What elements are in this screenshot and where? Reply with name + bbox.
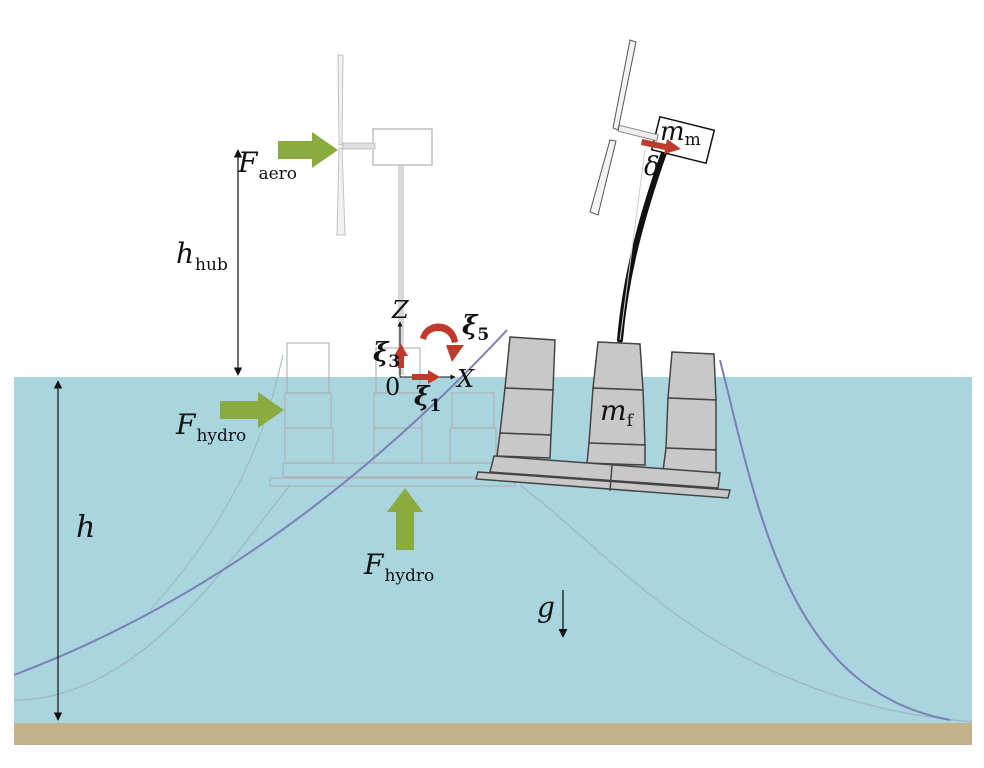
label-m-f: mf: [600, 394, 635, 431]
xi3-arrow: [394, 344, 408, 368]
xi1-arrow: [412, 370, 440, 384]
displaced-platform: [475, 336, 731, 499]
ghost-mooring-right: [519, 484, 973, 723]
displaced-turbine: [589, 39, 716, 343]
xi5-arrowhead: [446, 345, 464, 362]
label-xi3: ξ3: [373, 338, 400, 372]
label-xi1: ξ1: [414, 382, 441, 416]
ghost-mooring-left-up: [149, 354, 284, 611]
label-g: g: [537, 591, 555, 624]
f-aero-arrow: [278, 132, 338, 168]
water-region: [14, 377, 972, 725]
label-m-m: mm: [660, 117, 701, 150]
label-f-aero: Faero: [237, 146, 297, 184]
f-hydro-side-arrow: [220, 392, 284, 428]
mooring-line-right: [719, 359, 951, 721]
mm-delta-arrow: [641, 139, 681, 154]
xi5-rotation-arrow: [420, 323, 458, 343]
label-axis-z: Z: [391, 296, 410, 324]
seabed: [14, 723, 972, 745]
label-f-hydro-side: Fhydro: [175, 408, 246, 446]
label-origin: 0: [385, 373, 400, 401]
f-hydro-bottom-arrow: [387, 488, 423, 550]
label-h: h: [76, 510, 95, 545]
label-axis-x: X: [455, 365, 475, 393]
label-xi5: ξ5: [462, 311, 489, 345]
label-f-hydro-bottom: Fhydro: [363, 548, 434, 586]
label-delta: δ: [644, 152, 660, 182]
ghost-mooring-left: [13, 484, 291, 701]
label-h-hub: hhub: [176, 237, 228, 275]
mooring-line-left: [13, 329, 508, 676]
ghost-turbine: [269, 54, 516, 487]
